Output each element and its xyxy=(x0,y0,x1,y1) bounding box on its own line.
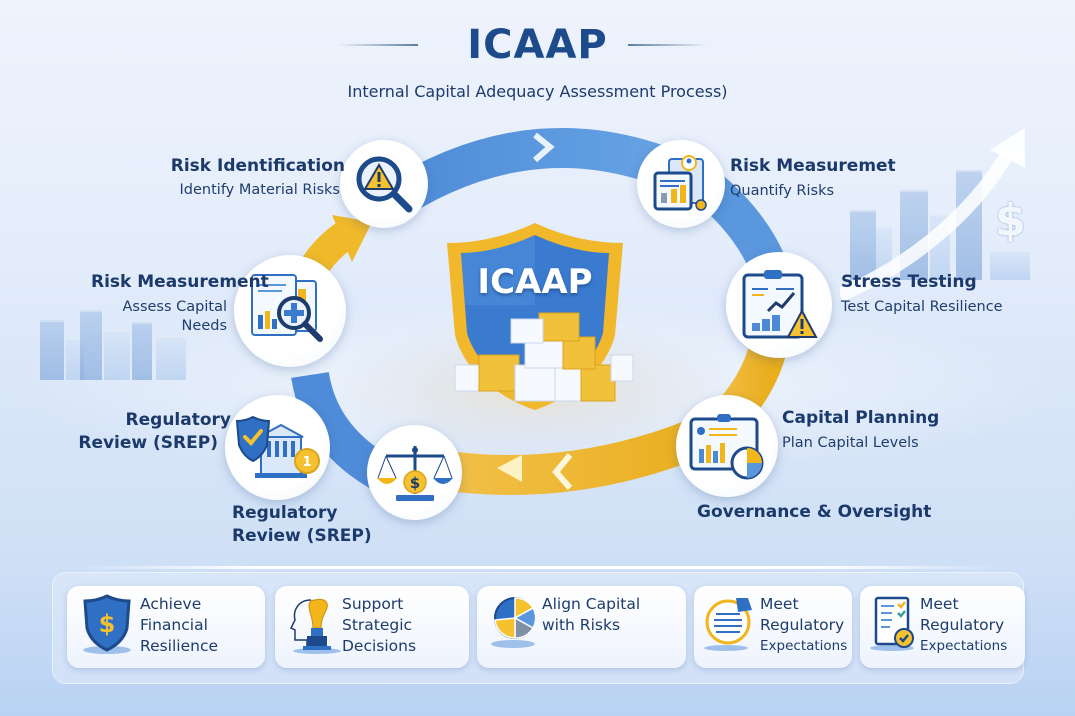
step-title-risk-identification: Risk Identification xyxy=(170,156,345,176)
goal-card-regulatory-expectations-1[interactable]: Meet Regulatory Expectations xyxy=(694,586,852,668)
step-title-governance-oversight: Governance & Oversight xyxy=(697,502,932,522)
title-divider-left xyxy=(338,44,418,46)
step-regulatory-review[interactable]: 1 xyxy=(225,395,330,500)
svg-text:$: $ xyxy=(409,474,419,492)
icaap-shield-icon xyxy=(447,223,634,410)
step-risk-measurement-assess[interactable] xyxy=(234,255,346,367)
step-subtitle-risk-measurement-quantify: Quantify Risks xyxy=(730,183,835,199)
dashboard-pie-icon xyxy=(689,414,764,480)
step-governance-oversight[interactable]: $ xyxy=(367,425,462,520)
step-title-regulatory-review-lower-line2: Review (SREP) xyxy=(232,526,372,546)
goal-card-strategic-decisions[interactable]: Support Strategic Decisions xyxy=(275,586,469,668)
step-subtitle-risk-identification: Identify Material Risks xyxy=(179,182,340,198)
scales-dollar-icon: $ xyxy=(376,445,453,501)
step-title-regulatory-review-lower-line1: Regulatory xyxy=(232,503,338,523)
goal-text: Meet Regulatory Expectations xyxy=(760,595,848,654)
goal-card-financial-resilience[interactable]: $ Achieve Financial Resilience xyxy=(67,586,265,668)
goal-text: Meet Regulatory Expectations xyxy=(920,595,1008,654)
goal-text: Align Capital with Risks xyxy=(542,595,641,634)
goal-card-regulatory-expectations-2[interactable]: Meet Regulatory Expectations xyxy=(860,586,1025,668)
svg-text:1: 1 xyxy=(302,455,311,470)
pie-chart-icon xyxy=(491,597,537,648)
shield-bank-medal-icon: 1 xyxy=(235,415,320,478)
document-seal-icon xyxy=(704,598,752,651)
step-subtitle-capital-planning: Plan Capital Levels xyxy=(782,435,919,451)
dollar-sign-icon: $ xyxy=(995,195,1026,246)
growth-arrow-icon xyxy=(840,128,1025,300)
step-capital-planning[interactable] xyxy=(676,395,778,497)
goal-text: Support Strategic Decisions xyxy=(342,595,417,655)
step-title-capital-planning: Capital Planning xyxy=(782,408,940,428)
page-title: ICAAP xyxy=(467,22,608,68)
step-stress-testing[interactable] xyxy=(726,252,832,358)
step-subtitle-risk-measurement-assess-line1: Assess Capital xyxy=(122,299,227,315)
step-title-risk-measurement-assess: Risk Measurement xyxy=(91,272,269,292)
checklist-approved-icon xyxy=(870,596,914,651)
head-chess-piece-icon xyxy=(289,598,341,654)
shield-label: ICAAP xyxy=(477,262,593,302)
title-divider-right xyxy=(628,44,708,46)
step-risk-identification[interactable] xyxy=(340,140,428,228)
clipboard-warning-chart-icon xyxy=(742,270,818,339)
step-subtitle-stress-testing: Test Capital Resilience xyxy=(841,299,1003,315)
step-subtitle-risk-measurement-assess-line2: Needs xyxy=(181,318,227,334)
shield-dollar-icon: $ xyxy=(83,594,131,654)
step-title-risk-measurement-quantify: Risk Measuremet xyxy=(730,156,896,176)
goal-card-align-capital[interactable]: Align Capital with Risks xyxy=(477,586,686,668)
step-title-regulatory-review-line1: Regulatory xyxy=(125,410,231,430)
background-city-left xyxy=(10,300,210,380)
goal-text: Achieve Financial Resilience xyxy=(140,595,219,655)
page-subtitle: Internal Capital Adequacy Assessment Pro… xyxy=(347,82,728,101)
step-risk-measurement-quantify[interactable] xyxy=(637,140,725,228)
step-title-stress-testing: Stress Testing xyxy=(841,272,977,292)
report-chart-icon xyxy=(653,155,707,211)
step-title-regulatory-review-line2: Review (SREP) xyxy=(78,433,218,453)
svg-text:$: $ xyxy=(99,610,116,638)
magnifier-warning-icon xyxy=(356,156,413,213)
background-city-right xyxy=(840,160,1040,280)
documents-magnifier-plus-icon xyxy=(251,274,323,342)
